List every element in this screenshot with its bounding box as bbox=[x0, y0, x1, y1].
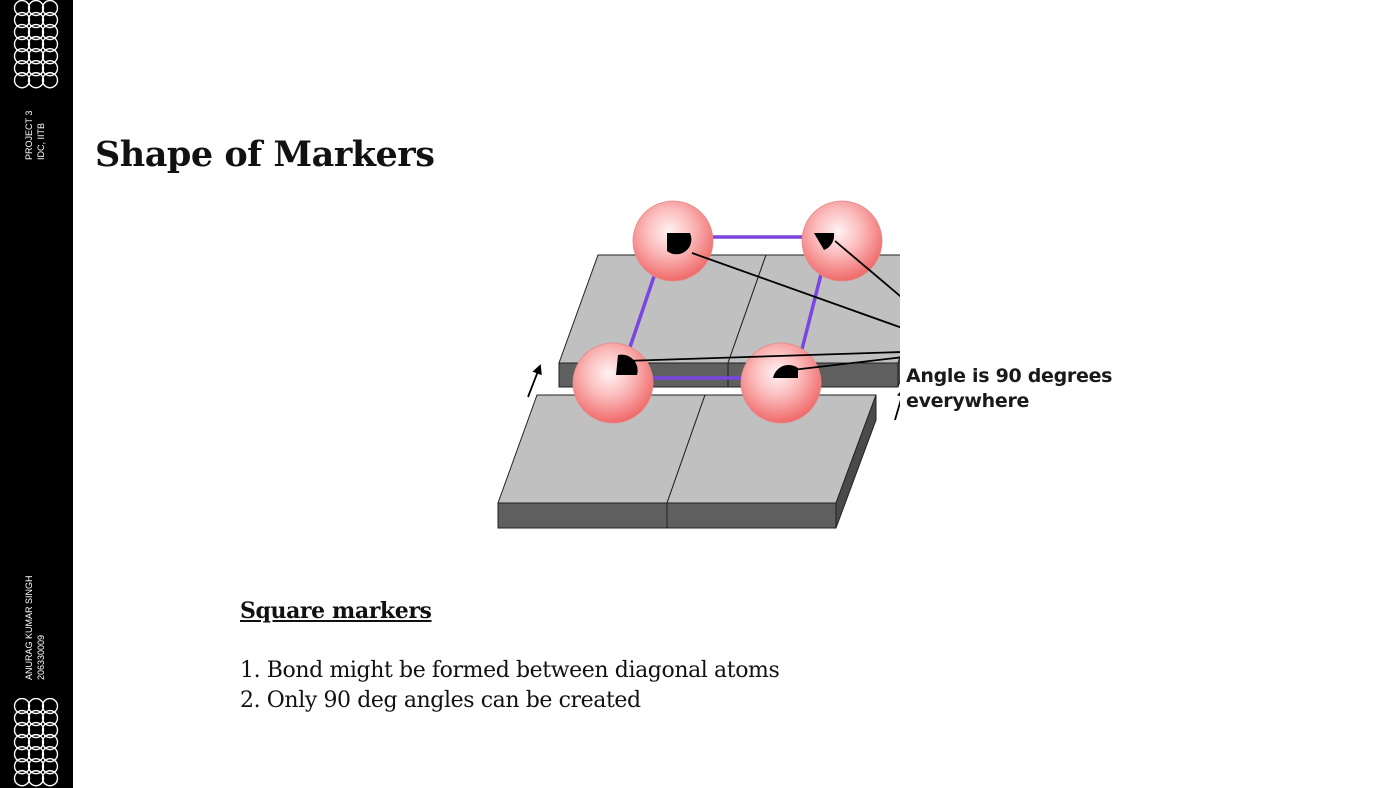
annotation-line-1: Angle is 90 degrees bbox=[906, 365, 1113, 387]
lower-plate bbox=[497, 394, 877, 529]
project-number: PROJECT 3 bbox=[24, 110, 34, 160]
atom-front-right bbox=[740, 342, 822, 424]
institute-label: IDC, IITB bbox=[36, 122, 46, 160]
angle-marker-back-left bbox=[667, 233, 692, 255]
arrow-from-front-right bbox=[791, 356, 900, 371]
atom-back-right bbox=[801, 200, 883, 282]
upper-plate-side-edge bbox=[897, 355, 900, 388]
angle-marker-front-left bbox=[616, 354, 638, 375]
arrow-from-back-left bbox=[691, 252, 900, 329]
pointer-arrows bbox=[527, 240, 900, 421]
author-label: ANURAG KUMAR SINGH 206330009 bbox=[23, 575, 47, 680]
angle-marker-back-right bbox=[814, 233, 835, 250]
point-list: 1. Bond might be formed between diagonal… bbox=[240, 656, 780, 716]
point-item: 1. Bond might be formed between diagonal… bbox=[240, 658, 780, 683]
project-label: PROJECT 3 IDC, IITB bbox=[23, 111, 47, 160]
arrow-from-back-right bbox=[834, 240, 900, 298]
small-arrow-left bbox=[527, 364, 542, 398]
arrow-from-front-left bbox=[623, 351, 900, 362]
angle-marker-front-right bbox=[773, 365, 798, 378]
angle-markers bbox=[616, 233, 835, 378]
angle-annotation: Angle is 90 degrees everywhere bbox=[906, 364, 1112, 414]
lower-plate-side-edge bbox=[835, 394, 877, 529]
small-arrow-right bbox=[894, 387, 900, 421]
page-title: Shape of Markers bbox=[95, 134, 435, 175]
circle-pattern-bottom bbox=[13, 698, 59, 787]
author-name: ANURAG KUMAR SINGH bbox=[24, 575, 34, 680]
author-id: 206330009 bbox=[36, 634, 46, 680]
atom-front-left bbox=[572, 342, 654, 424]
section-heading: Square markers bbox=[240, 598, 432, 624]
annotation-line-2: everywhere bbox=[906, 390, 1030, 412]
marker-diagram bbox=[497, 200, 900, 529]
sidebar: PROJECT 3 IDC, IITB ANURAG KUMAR SINGH 2… bbox=[0, 0, 73, 788]
circle-pattern-top bbox=[13, 0, 59, 89]
point-item: 2. Only 90 deg angles can be created bbox=[240, 688, 641, 713]
